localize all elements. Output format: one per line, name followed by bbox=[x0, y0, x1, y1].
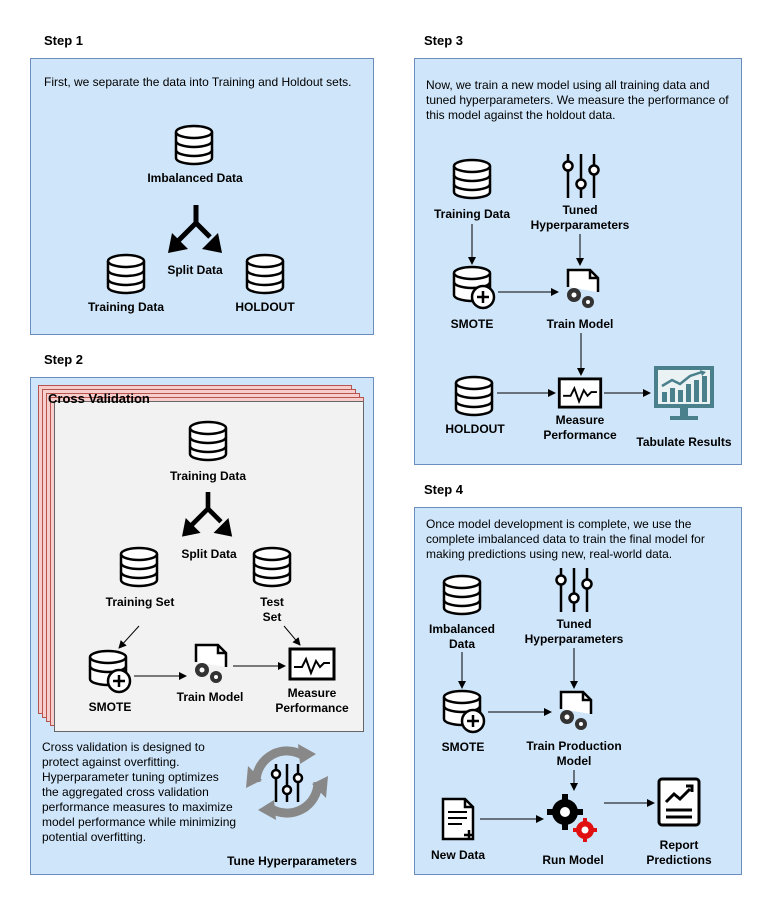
step3-training-data-label: Training Data bbox=[433, 207, 510, 221]
split-arrows-icon bbox=[168, 205, 222, 253]
database-icon bbox=[174, 124, 214, 166]
step2-tune-hyperparameters-label: Tune Hyperparameters bbox=[227, 854, 357, 868]
step1-holdout-label: HOLDOUT bbox=[235, 300, 295, 314]
step3-title: Step 3 bbox=[424, 33, 464, 48]
step2-measure-performance-label: Measure Performance bbox=[275, 686, 349, 715]
gears-doc-icon bbox=[194, 643, 228, 683]
database-icon bbox=[454, 375, 494, 417]
step2-training-data-label: Training Data bbox=[169, 469, 246, 483]
step3-holdout-label: HOLDOUT bbox=[445, 422, 505, 436]
database-plus-icon bbox=[88, 649, 132, 694]
gears-doc-icon bbox=[559, 690, 593, 730]
database-icon bbox=[442, 574, 482, 616]
step1-title: Step 1 bbox=[44, 33, 84, 48]
database-icon bbox=[252, 546, 292, 588]
step2-description: Cross validation is designed to protect … bbox=[42, 740, 237, 844]
step3-tabulate-results-label: Tabulate Results bbox=[636, 435, 732, 449]
step4-new-data-label: New Data bbox=[430, 848, 486, 862]
step4-run-model-label: Run Model bbox=[542, 853, 604, 867]
run-gears-icon bbox=[547, 794, 597, 842]
database-icon bbox=[245, 253, 285, 295]
step4-imbalanced-data-label: Imbalanced Data bbox=[428, 622, 496, 651]
step4-train-production-model-label: Train Production Model bbox=[526, 739, 622, 768]
step3-train-model-label: Train Model bbox=[546, 317, 614, 331]
database-plus-icon bbox=[452, 265, 496, 310]
step2-test-set-label: Test Set bbox=[260, 595, 284, 624]
step2-title: Step 2 bbox=[44, 352, 84, 367]
step4-report-predictions-label: Report Predictions bbox=[646, 838, 712, 867]
step3-smote-label: SMOTE bbox=[450, 317, 494, 331]
step4-tuned-hyperparameters-label: Tuned Hyperparameters bbox=[524, 617, 624, 646]
step4-description: Once model development is complete, we u… bbox=[426, 517, 705, 561]
sliders-icon bbox=[270, 764, 304, 802]
step3-measure-performance-label: Measure Performance bbox=[543, 413, 617, 442]
sliders-icon bbox=[555, 568, 593, 612]
split-arrows-icon bbox=[182, 492, 233, 537]
database-icon bbox=[188, 420, 228, 462]
cycle-arrows-icon bbox=[246, 744, 328, 820]
database-icon bbox=[106, 253, 146, 295]
step4-title: Step 4 bbox=[424, 482, 464, 497]
step2-smote-label: SMOTE bbox=[88, 700, 132, 714]
monitor-wave-icon bbox=[288, 647, 336, 681]
step1-training-data-label: Training Data bbox=[87, 300, 164, 314]
step2-train-model-label: Train Model bbox=[176, 690, 244, 704]
step3-tuned-hyperparameters-label: Tuned Hyperparameters bbox=[530, 203, 630, 232]
step2-training-set-label: Training Set bbox=[105, 595, 175, 609]
step1-imbalanced-data-label: Imbalanced Data bbox=[147, 171, 243, 185]
sliders-icon bbox=[562, 154, 600, 198]
step1-panel bbox=[30, 58, 374, 335]
step4-smote-label: SMOTE bbox=[441, 740, 485, 754]
report-chart-icon bbox=[657, 777, 701, 827]
step2-split-data-label: Split Data bbox=[181, 547, 237, 561]
step3-description: Now, we train a new model using all trai… bbox=[426, 78, 729, 122]
step1-description: First, we separate the data into Trainin… bbox=[44, 75, 352, 89]
step1-split-data-label: Split Data bbox=[167, 263, 223, 277]
cv-title: Cross Validation bbox=[48, 391, 150, 406]
new-data-doc-icon bbox=[441, 797, 475, 841]
gears-doc-icon bbox=[566, 268, 600, 308]
monitor-wave-icon bbox=[557, 377, 603, 409]
database-plus-icon bbox=[442, 689, 486, 734]
database-icon bbox=[452, 158, 492, 200]
dashboard-chart-icon bbox=[654, 366, 714, 420]
database-icon bbox=[119, 546, 159, 588]
